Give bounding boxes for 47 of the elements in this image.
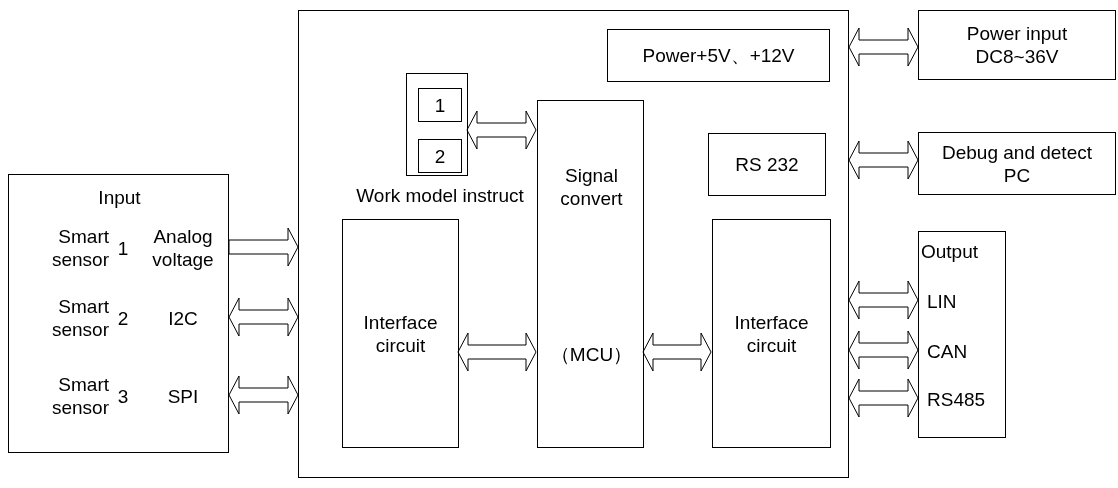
box-label: Interface circuit: [362, 310, 439, 357]
box-label: Debug and detect PC: [941, 140, 1093, 187]
box-label: Signal convert: [559, 164, 624, 210]
double-block-arrow: [848, 27, 919, 67]
box-label: （MCU）: [549, 342, 634, 366]
double-block-arrow: [466, 110, 537, 150]
double-block-arrow: [848, 378, 919, 418]
power-box: [607, 29, 830, 82]
block-arrow: [228, 227, 299, 267]
double-block-arrow: [848, 280, 919, 320]
power-input-box: [918, 10, 1116, 80]
box-label: Power input DC8~36V: [965, 22, 1069, 68]
sensor-number: 1: [116, 236, 130, 260]
double-block-arrow: [848, 330, 919, 370]
double-block-arrow: [228, 297, 299, 337]
double-block-arrow: [228, 375, 299, 415]
signal-label: Analog voltage: [151, 225, 215, 271]
input-box: [8, 174, 229, 453]
sensor-label: Smart sensor: [50, 373, 109, 419]
sensor-number: 2: [116, 306, 130, 330]
double-block-arrow: [848, 140, 919, 180]
port-label: RS485: [927, 387, 987, 411]
module-box: [298, 10, 849, 478]
box-label: RS 232: [735, 153, 799, 176]
box-label: Interface circuit: [733, 310, 810, 357]
interface-box: [712, 219, 831, 448]
sensor-label: Smart sensor: [50, 295, 109, 341]
signal-label: I2C: [167, 306, 199, 330]
interface-box: [342, 219, 459, 448]
signal-label: SPI: [166, 384, 200, 408]
switch-position-box: [418, 139, 462, 173]
double-block-arrow: [642, 332, 712, 372]
port-label: LIN: [927, 289, 958, 313]
output-box: [918, 231, 1006, 438]
box-label: 1: [434, 93, 446, 117]
sensor-number: 3: [116, 384, 130, 408]
sensor-label: Smart sensor: [50, 225, 109, 271]
heading: Input: [97, 185, 142, 209]
box-label: Power+5V、+12V: [642, 44, 795, 67]
serial-port-box: [708, 133, 826, 196]
mcu-box: [537, 100, 644, 448]
box-label: 2: [434, 144, 446, 168]
double-block-arrow: [457, 332, 537, 372]
port-label: CAN: [927, 339, 969, 363]
pc-box: [918, 132, 1116, 195]
switch-position-box: [418, 88, 462, 122]
heading: Output: [921, 239, 980, 263]
